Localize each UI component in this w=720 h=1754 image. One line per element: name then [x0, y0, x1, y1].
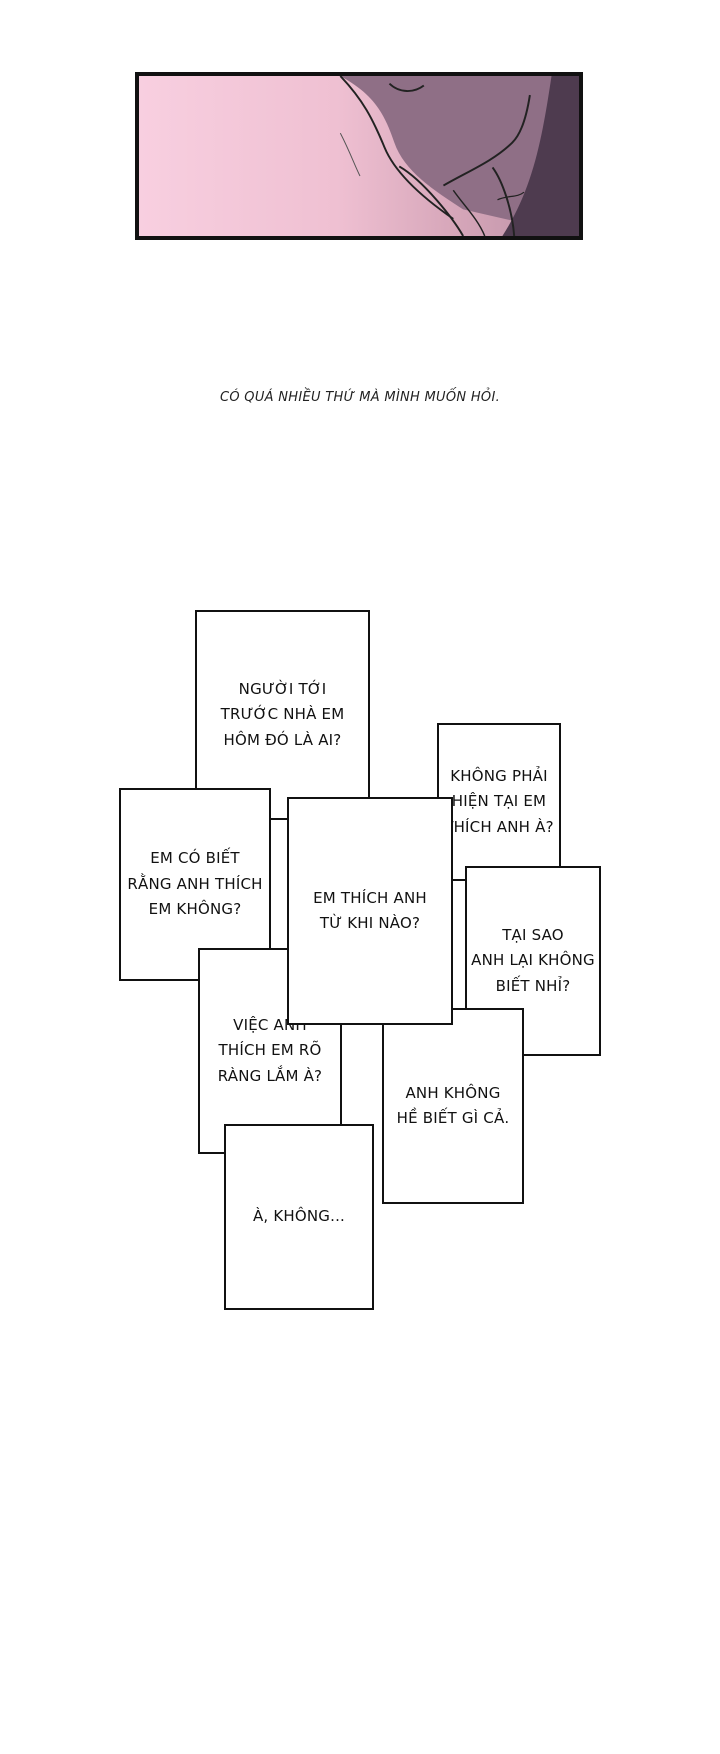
neck-collar-illustration [339, 76, 579, 236]
question-note-8: À, KHÔNG... [224, 1124, 374, 1310]
question-note-7: ANH KHÔNG HỀ BIẾT GÌ CẢ. [382, 1008, 524, 1204]
question-note-3: EM CÓ BIẾT RẰNG ANH THÍCH EM KHÔNG? [119, 788, 271, 981]
question-note-6: VIỆC ANH THÍCH EM RÕ RÀNG LẮM À? [198, 948, 342, 1154]
narration-caption: CÓ QUÁ NHIỀU THỨ MÀ MÌNH MUỐN HỎI. [219, 390, 501, 405]
top-manga-panel [135, 72, 583, 240]
question-note-2: KHÔNG PHẢI HIỆN TẠI EM THÍCH ANH À? [437, 723, 561, 881]
question-note-1: NGƯỜI TỚI TRƯỚC NHÀ EM HÔM ĐÓ LÀ AI? [195, 610, 370, 820]
question-note-5: EM THÍCH ANH TỪ KHI NÀO? [287, 797, 453, 1025]
